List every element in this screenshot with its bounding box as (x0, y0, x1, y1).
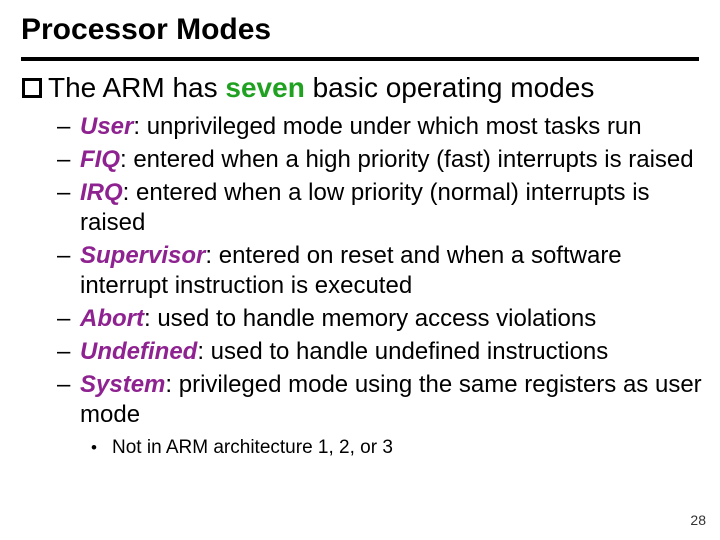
list-item-undefined: – Undefined: used to handle undefined in… (57, 337, 702, 367)
mode-text: Undefined: used to handle undefined inst… (80, 337, 702, 367)
dash-bullet: – (57, 305, 71, 332)
mode-description: : used to handle undefined instructions (197, 338, 609, 365)
slide-body: The ARM has seven basic operating modes … (21, 71, 705, 460)
mode-term: User (80, 113, 134, 140)
dash-bullet: – (57, 371, 71, 398)
dash-bullet: – (57, 242, 71, 269)
mode-list: – User: unprivileged mode under which mo… (57, 112, 702, 430)
mode-text: User: unprivileged mode under which most… (80, 112, 702, 142)
mode-description: : privileged mode using the same registe… (80, 371, 702, 428)
mode-description: : unprivileged mode under which most tas… (133, 113, 642, 140)
main-bullet-highlight: seven (225, 72, 305, 103)
page-title: Processor Modes (21, 13, 272, 46)
title-divider-rule (21, 57, 699, 61)
mode-text: IRQ: entered when a low priority (normal… (80, 178, 702, 238)
dash-bullet: – (57, 113, 71, 140)
mode-term: IRQ (80, 179, 123, 206)
list-item-user: – User: unprivileged mode under which mo… (57, 112, 702, 142)
mode-term: Abort (80, 305, 144, 332)
mode-text: System: privileged mode using the same r… (80, 370, 702, 430)
dash-bullet: – (57, 338, 71, 365)
list-item-system: – System: privileged mode using the same… (57, 370, 702, 430)
main-bullet-after: basic operating modes (304, 72, 595, 103)
list-item-supervisor: – Supervisor: entered on reset and when … (57, 241, 702, 301)
mode-description: : entered when a low priority (normal) i… (80, 179, 650, 236)
mode-description: : used to handle memory access violation… (143, 305, 597, 332)
mode-term: System (80, 371, 166, 398)
list-item-irq: – IRQ: entered when a low priority (norm… (57, 178, 702, 238)
list-item-fiq: – FIQ: entered when a high priority (fas… (57, 145, 702, 175)
main-bullet-text: The ARM has seven basic operating modes (48, 71, 594, 105)
list-item-abort: – Abort: used to handle memory access vi… (57, 304, 702, 334)
note-text: Not in ARM architecture 1, 2, or 3 (112, 437, 393, 458)
main-bullet-before: The ARM has (48, 72, 226, 103)
mode-term: Undefined (80, 338, 198, 365)
main-bullet: The ARM has seven basic operating modes (21, 71, 705, 105)
mode-text: FIQ: entered when a high priority (fast)… (80, 145, 702, 175)
mode-text: Abort: used to handle memory access viol… (80, 304, 702, 334)
checkbox-square-icon (22, 78, 42, 98)
note-bullet-line: • Not in ARM architecture 1, 2, or 3 (91, 436, 705, 460)
mode-description: : entered when a high priority (fast) in… (120, 146, 694, 173)
dash-bullet: – (57, 179, 71, 206)
mode-text: Supervisor: entered on reset and when a … (80, 241, 702, 301)
dot-bullet: • (91, 438, 97, 457)
mode-description: : entered on reset and when a software i… (80, 242, 622, 299)
mode-term: Supervisor (80, 242, 206, 269)
page-number: 28 (690, 512, 706, 528)
mode-term: FIQ (80, 146, 120, 173)
dash-bullet: – (57, 146, 71, 173)
